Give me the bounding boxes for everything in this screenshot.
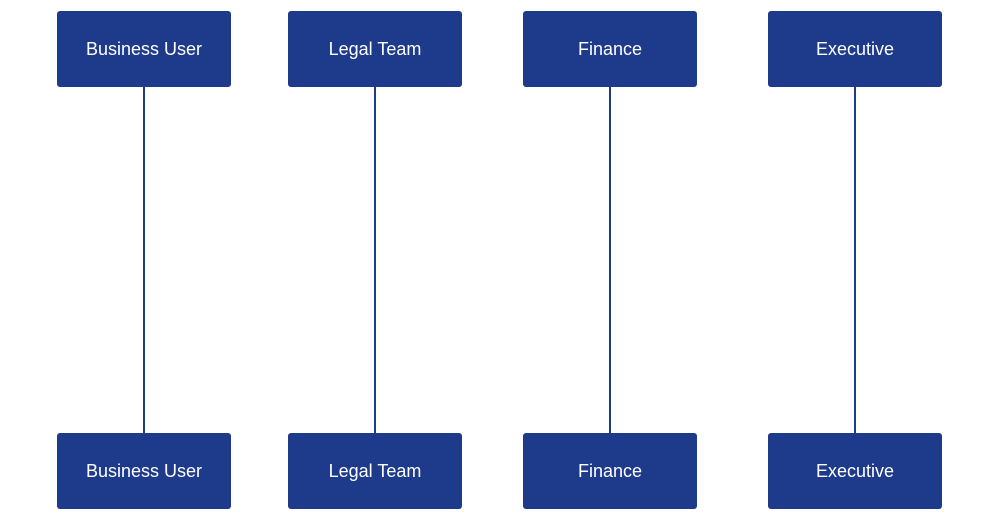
participant-label: Business User (85, 460, 203, 481)
participant-finance-top[interactable]: Finance (523, 11, 697, 87)
participant-label: Finance (577, 460, 643, 481)
participant-finance-bottom[interactable]: Finance (523, 433, 697, 509)
lifeline-finance (609, 86, 611, 434)
participant-label: Finance (577, 38, 643, 59)
participant-executive-bottom[interactable]: Executive (768, 433, 942, 509)
participant-label: Executive (815, 38, 895, 59)
lifeline-business-user (143, 86, 145, 434)
participant-legal-team-top[interactable]: Legal Team (288, 11, 462, 87)
participant-business-user-top[interactable]: Business User (57, 11, 231, 87)
participant-label: Executive (815, 460, 895, 481)
participant-executive-top[interactable]: Executive (768, 11, 942, 87)
lifeline-executive (854, 86, 856, 434)
participant-business-user-bottom[interactable]: Business User (57, 433, 231, 509)
participant-label: Business User (85, 38, 203, 59)
participant-label: Legal Team (328, 460, 422, 481)
lifeline-legal-team (374, 86, 376, 434)
participant-legal-team-bottom[interactable]: Legal Team (288, 433, 462, 509)
participant-label: Legal Team (328, 38, 422, 59)
